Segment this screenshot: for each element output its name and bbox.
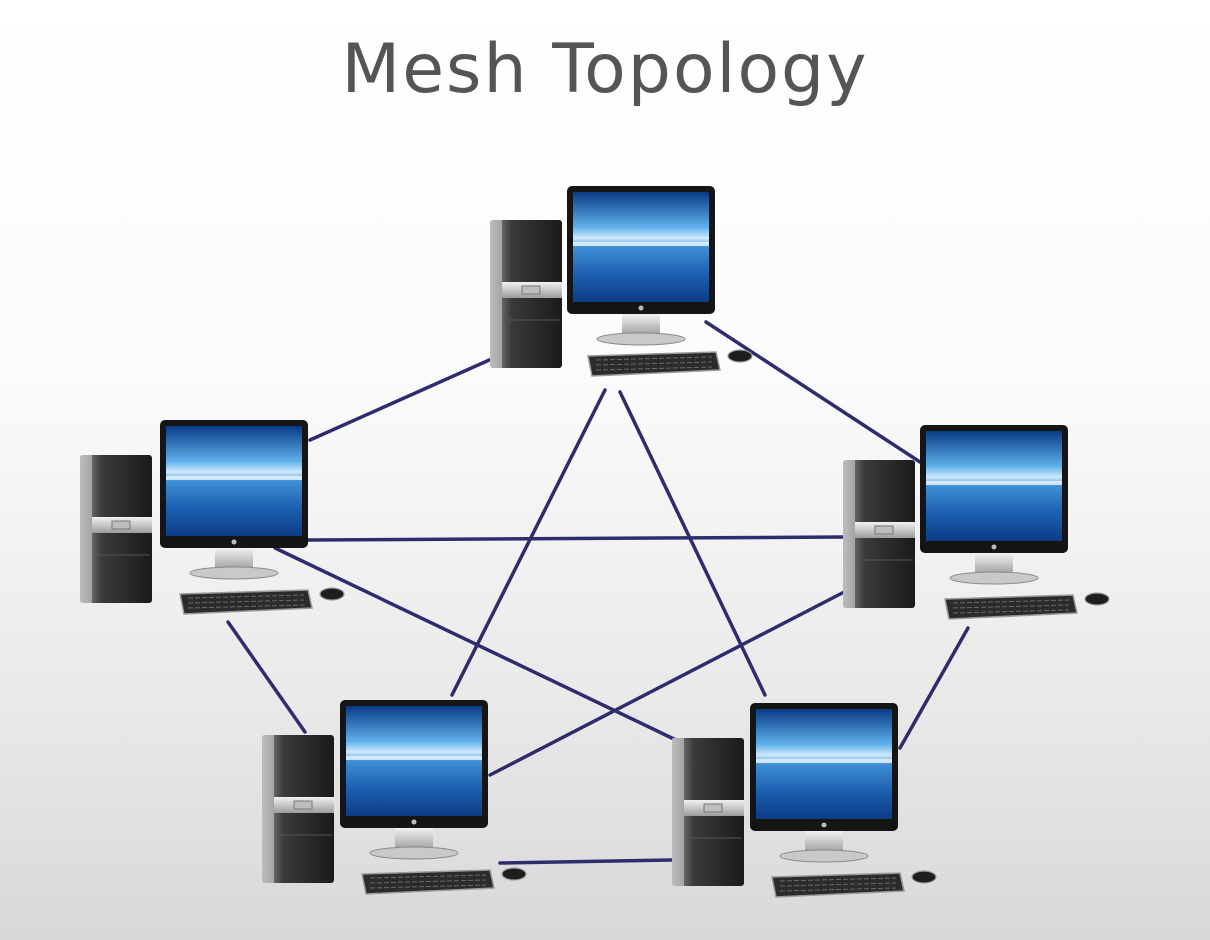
computer-right <box>843 425 1110 620</box>
link-top-bottom-right <box>618 390 767 697</box>
computer-bottom-right <box>672 703 937 898</box>
link-bottom-left-bottom-right <box>498 858 674 865</box>
monitor-icon <box>750 703 898 863</box>
mouse-icon <box>727 349 753 363</box>
link-left-bottom-left <box>226 620 307 734</box>
link-right-bottom-right <box>898 626 970 750</box>
computer-bottom-left <box>262 700 527 895</box>
link-left-bottom-right <box>273 546 678 742</box>
monitor-icon <box>160 420 308 580</box>
keyboard-icon <box>179 589 313 615</box>
link-left-right <box>306 535 845 542</box>
link-top-right <box>704 320 922 464</box>
tower-icon <box>490 220 562 368</box>
mouse-icon <box>501 867 527 881</box>
mouse-icon <box>1084 592 1110 606</box>
keyboard-icon <box>944 594 1078 620</box>
link-top-left <box>308 351 507 442</box>
link-right-bottom-left <box>488 588 850 777</box>
tower-icon <box>843 460 915 608</box>
keyboard-icon <box>587 351 721 377</box>
mouse-icon <box>911 870 937 884</box>
monitor-icon <box>920 425 1068 585</box>
tower-icon <box>262 735 334 883</box>
tower-icon <box>672 738 744 886</box>
keyboard-icon <box>361 869 495 895</box>
monitor-icon <box>567 186 715 346</box>
nodes-layer <box>80 186 1110 898</box>
link-top-bottom-left <box>450 388 607 697</box>
mouse-icon <box>319 587 345 601</box>
computer-top <box>490 186 753 377</box>
diagram-title: Mesh Topology <box>341 30 869 109</box>
computer-left <box>80 420 345 615</box>
monitor-icon <box>340 700 488 860</box>
keyboard-icon <box>771 872 905 898</box>
links-layer <box>226 320 970 865</box>
tower-icon <box>80 455 152 603</box>
